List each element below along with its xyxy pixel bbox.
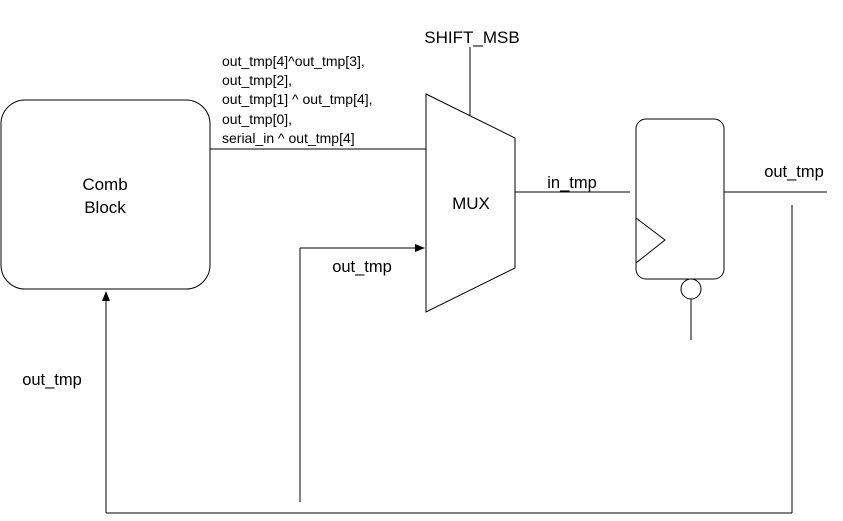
mux-input-a-line: out_tmp[2], [222, 72, 292, 88]
feedback-label: out_tmp [22, 371, 82, 389]
comb-block-label-line2: Block [84, 198, 126, 217]
reset-bubble [680, 278, 702, 300]
mux-shape [425, 93, 516, 313]
mux-input-a-line: out_tmp[1] ^ out_tmp[4], [222, 91, 373, 107]
mux-input-b-label: out_tmp [332, 258, 392, 276]
comb-block [0, 99, 211, 290]
register-output-label: out_tmp [764, 163, 824, 181]
select-label: SHIFT_MSB [424, 28, 519, 47]
register-block [635, 118, 725, 280]
mux-input-a-line: serial_in ^ out_tmp[4] [222, 130, 355, 146]
mux-label: MUX [452, 194, 490, 213]
mux-input-a-expression: out_tmp[4]^out_tmp[3], out_tmp[2], out_t… [222, 53, 373, 146]
mux-input-a-line: out_tmp[4]^out_tmp[3], [222, 53, 365, 69]
register-input-label: in_tmp [547, 174, 597, 192]
clock-triangle [635, 217, 666, 264]
mux-input-a-line: out_tmp[0], [222, 111, 292, 127]
comb-block-label-line1: Comb [82, 175, 127, 194]
